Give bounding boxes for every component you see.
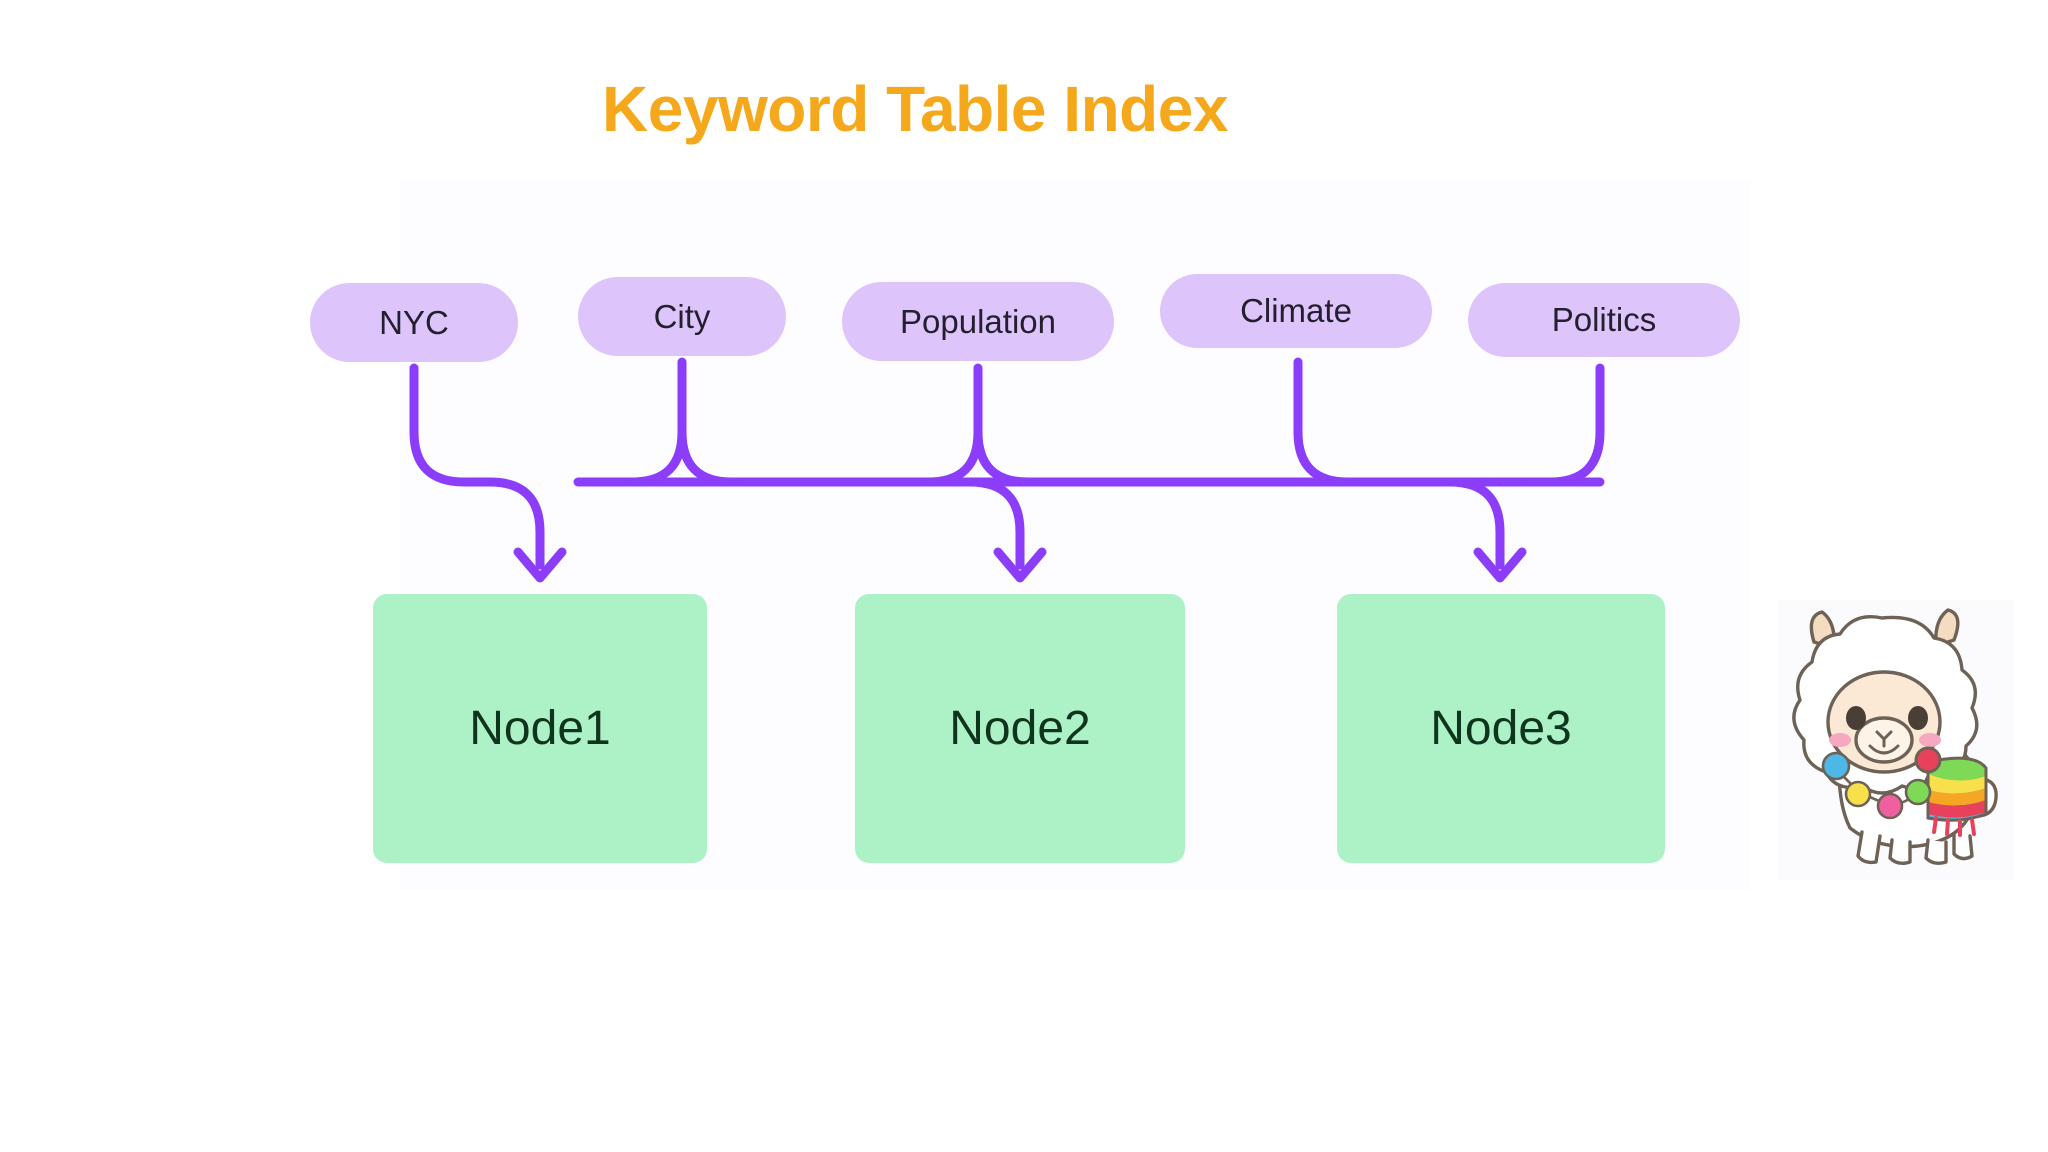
edge-city-node1	[627, 427, 687, 487]
edge-nyc-node1	[409, 363, 545, 570]
node-label: Node2	[949, 702, 1091, 755]
llama-mascot-icon	[1792, 608, 1998, 866]
edge-politics-node3	[1525, 363, 1605, 487]
keyword-pill-nyc[interactable]: NYC	[310, 283, 518, 362]
edge-bus-node2-drop	[965, 477, 1025, 570]
keyword-label: Climate	[1240, 292, 1352, 329]
keyword-pill-city[interactable]: City	[578, 277, 786, 356]
llama-eye-right	[1908, 706, 1928, 730]
edge-bus-node3-drop	[1445, 477, 1505, 570]
node-label: Node3	[1430, 702, 1572, 755]
edge-population-node2	[973, 427, 1033, 487]
arrow-head-node2	[993, 547, 1047, 583]
llama-eye-left	[1846, 706, 1866, 730]
keyword-label: City	[653, 297, 711, 335]
llama-mascot	[1778, 600, 2014, 880]
keyword-pill-climate[interactable]: Climate	[1160, 274, 1432, 348]
keyword-label: Population	[900, 302, 1056, 340]
edge-population-node1	[923, 427, 983, 487]
edge-city-node2	[677, 427, 737, 487]
keyword-pill-politics[interactable]: Politics	[1468, 283, 1740, 357]
edge-climate-node3	[1293, 357, 1353, 487]
keyword-label: NYC	[379, 303, 449, 341]
keyword-pill-population[interactable]: Population	[842, 282, 1114, 361]
node-box-node2[interactable]: Node2	[855, 594, 1185, 863]
keyword-label: Politics	[1551, 301, 1657, 338]
arrow-head-node3	[1473, 547, 1527, 583]
node-label: Node1	[469, 702, 611, 755]
llama-blanket	[1914, 746, 1988, 837]
arrow-head-node1	[513, 547, 567, 583]
node-box-node1[interactable]: Node1	[373, 594, 707, 863]
page-title: Keyword Table Index	[602, 73, 1228, 145]
llama-necklace	[1821, 751, 1932, 820]
node-box-node3[interactable]: Node3	[1337, 594, 1665, 863]
